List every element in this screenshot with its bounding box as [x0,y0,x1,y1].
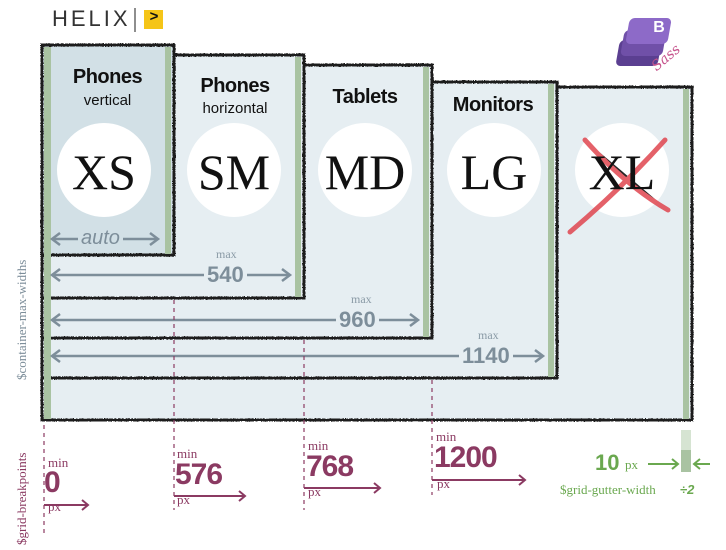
tier-circle [187,123,281,217]
bp-unit-576: px [177,492,190,507]
max-label-540: max [216,247,237,261]
helix-logo [134,8,163,32]
tier-code-md: MD [324,144,406,200]
bp-value-768: 768 [306,450,354,483]
tier-subtitle-sm: horizontal [202,100,268,117]
brand-prompt-icon: > [149,8,159,25]
gutter-value: 10 [595,450,620,475]
bp-value-1200: 1200 [434,441,498,474]
bootstrap-sass-logo [616,18,672,66]
tier-circle [318,123,412,217]
gutter-arrows [648,458,710,470]
bp-min-label-576: min [177,446,198,461]
tier-title-sm: Phones [200,75,270,97]
bp-unit-1200: px [437,476,450,491]
container-max-widths-label: $container-max-widths [14,259,29,380]
max-label-1140: max [478,328,499,342]
tier-subtitle-xs: vertical [83,92,132,109]
width-value-540: 540 [204,262,247,288]
gutter-bar [683,89,689,419]
bp-value-0: 0 [44,466,61,499]
bp-min-label-768: min [308,438,329,453]
bp-min-label-0: min [48,455,69,470]
bp-unit-768: px [308,484,321,499]
brand-name: HELIX [52,6,131,31]
gutter-unit: px [625,457,638,472]
max-label-960: max [351,292,372,306]
grid-breakpoints-label: $grid-breakpoints [14,452,29,545]
tier-circle [57,123,151,217]
tier-code-sm: SM [197,144,271,200]
tier-code-lg: LG [460,144,528,200]
tier-code-xl: XL [588,144,656,200]
tier-code-xs: XS [72,144,136,200]
width-value-1140: 1140 [459,343,513,369]
gutter-width-label: $grid-gutter-width [560,482,656,497]
bp-min-label-1200: min [436,429,457,444]
gutter-bar [295,57,301,297]
gutter-divisor: ÷2 [680,482,695,497]
gutter-bar [548,84,554,377]
gutter-bar [44,47,51,419]
bp-value-576: 576 [175,458,223,491]
gutter-bar [165,47,171,254]
width-value-960: 960 [336,307,379,333]
tier-title-md: Tablets [332,86,398,108]
gutter-bar [423,67,429,337]
tier-title-lg: Monitors [452,94,534,116]
auto-width-label: auto [78,227,123,250]
tier-circle [447,123,541,217]
breakpoint-lines [43,300,433,535]
breakpoint-arrows [44,474,527,511]
bp-unit-0: px [48,499,61,514]
xl-cross [567,137,671,235]
tier-title-xs: Phones [72,66,143,88]
bootstrap-letter: B [653,19,665,36]
